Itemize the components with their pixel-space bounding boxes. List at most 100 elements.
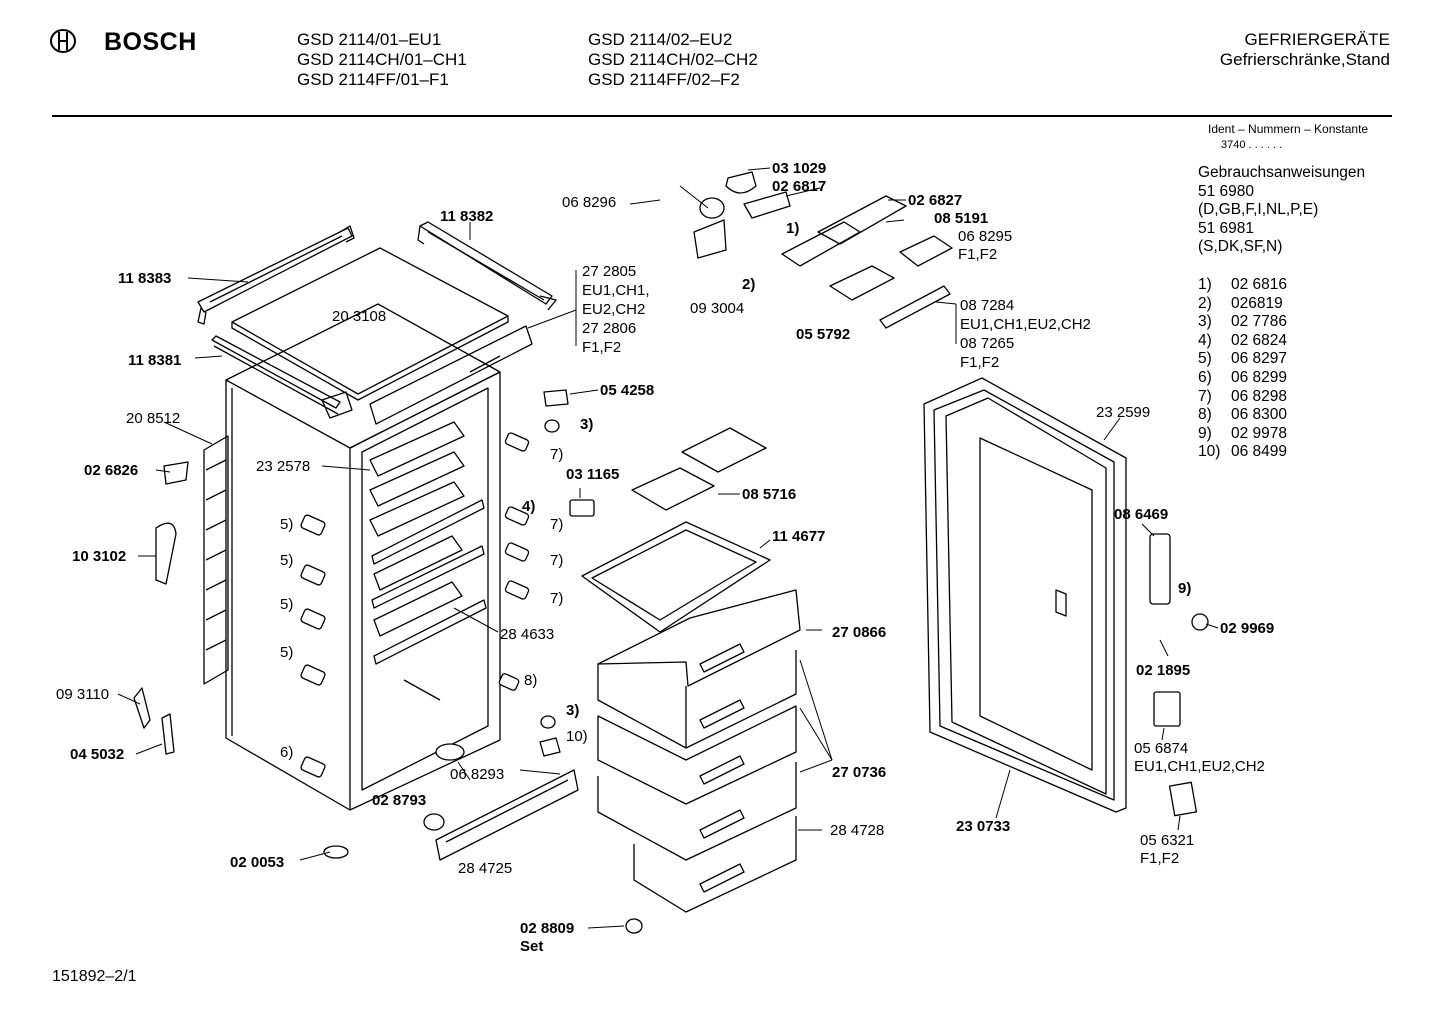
ident-value: 3740 . . . . . . [1221,139,1283,151]
manual-item: (D,GB,F,I,NL,P,E) [1198,201,1319,218]
ref-marker: 1) [786,220,800,237]
condenser-coil [204,436,228,684]
callout-087265-variant: F1,F2 [960,354,1000,371]
manuals-block: Gebrauchsanweisungen 51 6980 (D,GB,F,I,N… [1198,164,1365,257]
callout-085191: 08 5191 [934,210,989,227]
callout-087284-variant: EU1,CH1,EU2,CH2 [960,316,1091,333]
callout-068293: 06 8293 [450,766,505,783]
model-list-1: GSD 2114/01–EU1 GSD 2114CH/01–CH1 GSD 21… [297,30,467,90]
callout-056321: 05 6321 [1140,832,1195,849]
ident-title: Ident – Nummern – Konstante [1208,122,1369,136]
footnote-list: 1)02 6816 2)026819 3)02 7786 4)02 6824 5… [1198,276,1288,462]
callout-087284: 08 7284 [960,297,1015,314]
model-item: GSD 2114FF/02–F2 [588,70,740,89]
door-assembly [924,378,1126,812]
footnote-row: 3)02 7786 [1198,313,1288,331]
top-rail-right [418,222,556,310]
footnote-row: 6)06 8299 [1198,368,1288,386]
ref-marker: 5) [280,644,294,661]
ice-trays [632,428,766,510]
model-item: GSD 2114/02–EU2 [588,30,733,49]
callout-028793: 02 8793 [372,792,427,809]
callout-232578: 23 2578 [256,458,311,475]
callout-093110: 09 3110 [56,686,110,703]
callout-270736: 27 0736 [832,764,887,781]
bosch-armature-icon [50,29,76,53]
footnote-row: 2)026819 [1198,294,1283,312]
callout-087265: 08 7265 [960,335,1015,352]
callout-087284-block: 08 7284 EU1,CH1,EU2,CH2 08 7265 F1,F2 [960,296,1091,372]
callout-031165: 03 1165 [566,466,620,483]
bosch-logo [48,28,78,59]
callout-031029: 03 1029 [772,160,827,177]
top-rail-left [198,226,354,324]
ref-marker: 5) [280,596,294,613]
footnote-row: 4)02 6824 [1198,331,1288,349]
callout-208512: 20 8512 [126,410,181,427]
callout-270866: 27 0866 [832,624,887,641]
callout-118382: 11 8382 [440,208,494,225]
callout-055792: 05 5792 [796,326,851,343]
small-parts [134,390,1208,933]
callout-085716: 08 5716 [742,486,797,503]
kick-plate [436,770,578,860]
callout-272805-block: 27 2805 EU1,CH1, EU2,CH2 27 2806 F1,F2 [582,262,650,357]
subcategory: Gefrierschränke,Stand [1219,50,1390,69]
ref-marker: 9) [1178,580,1192,597]
manual-item: 51 6980 [1198,182,1255,200]
callout-203108: 20 3108 [332,308,387,325]
callout-232599: 23 2599 [1096,404,1151,421]
model-list-2: GSD 2114/02–EU2 GSD 2114CH/02–CH2 GSD 21… [588,30,758,90]
top-plate [232,248,508,400]
ref-marker: 3) [566,702,580,719]
callout-028809-set: Set [520,938,544,955]
callout-068296: 06 8296 [562,194,617,211]
callout-284728: 28 4728 [830,822,885,839]
ref-marker: 8) [524,672,538,689]
callout-056874: 05 6874 [1134,740,1189,757]
model-item: GSD 2114CH/02–CH2 [588,50,758,69]
callout-118383: 11 8383 [118,270,172,287]
footnote-row: 5)06 8297 [1198,350,1288,368]
category-title: GEFRIERGERÄTE Gefrierschränke,Stand [1220,30,1390,70]
callout-026817: 02 6817 [772,178,827,195]
callout-284725: 28 4725 [458,860,513,877]
callout-272806: 27 2806 [582,320,637,337]
model-item: GSD 2114CH/01–CH1 [297,50,467,69]
model-item: GSD 2114FF/01–F1 [297,70,449,89]
callout-230733: 23 0733 [956,818,1011,835]
manuals-title: Gebrauchsanweisungen [1198,164,1366,181]
brand-name: BOSCH [104,28,197,56]
ref-marker: 5) [280,516,294,533]
manual-item: (S,DK,SF,N) [1198,238,1283,255]
callout-020053: 02 0053 [230,854,285,871]
callout-118381: 11 8381 [128,352,182,369]
manual-item: 51 6981 [1198,219,1255,237]
footnote-row: 7)06 8298 [1198,387,1288,405]
callout-103102: 10 3102 [72,548,127,565]
footnote-row: 1)02 6816 [1198,276,1288,293]
callout-086469: 08 6469 [1114,506,1169,523]
callout-028809: 02 8809 [520,920,575,937]
callout-272805: 27 2805 [582,263,637,280]
callout-093004: 09 3004 [690,300,745,317]
ref-marker: 10) [566,728,588,745]
document-number: 151892–2/1 [52,968,137,985]
ref-marker: 4) [522,498,536,515]
front-trim [212,336,352,418]
callout-045032: 04 5032 [70,746,125,763]
evaporator-shelves [370,422,486,700]
callout-114677: 11 4677 [772,528,826,545]
callout-272805-variant: EU2,CH2 [582,301,646,318]
callout-068295: 06 8295 [958,228,1013,245]
ref-marker: 7) [550,590,564,607]
leader-lines [118,168,1218,928]
ref-marker: 6) [280,744,294,761]
drawer-stack [582,522,800,912]
callout-284633: 28 4633 [500,626,555,643]
callout-029969: 02 9969 [1220,620,1275,637]
model-item: GSD 2114/01–EU1 [297,30,442,49]
callout-272805-variant: EU1,CH1, [582,282,650,299]
callout-056874-variant: EU1,CH1,EU2,CH2 [1134,758,1265,775]
